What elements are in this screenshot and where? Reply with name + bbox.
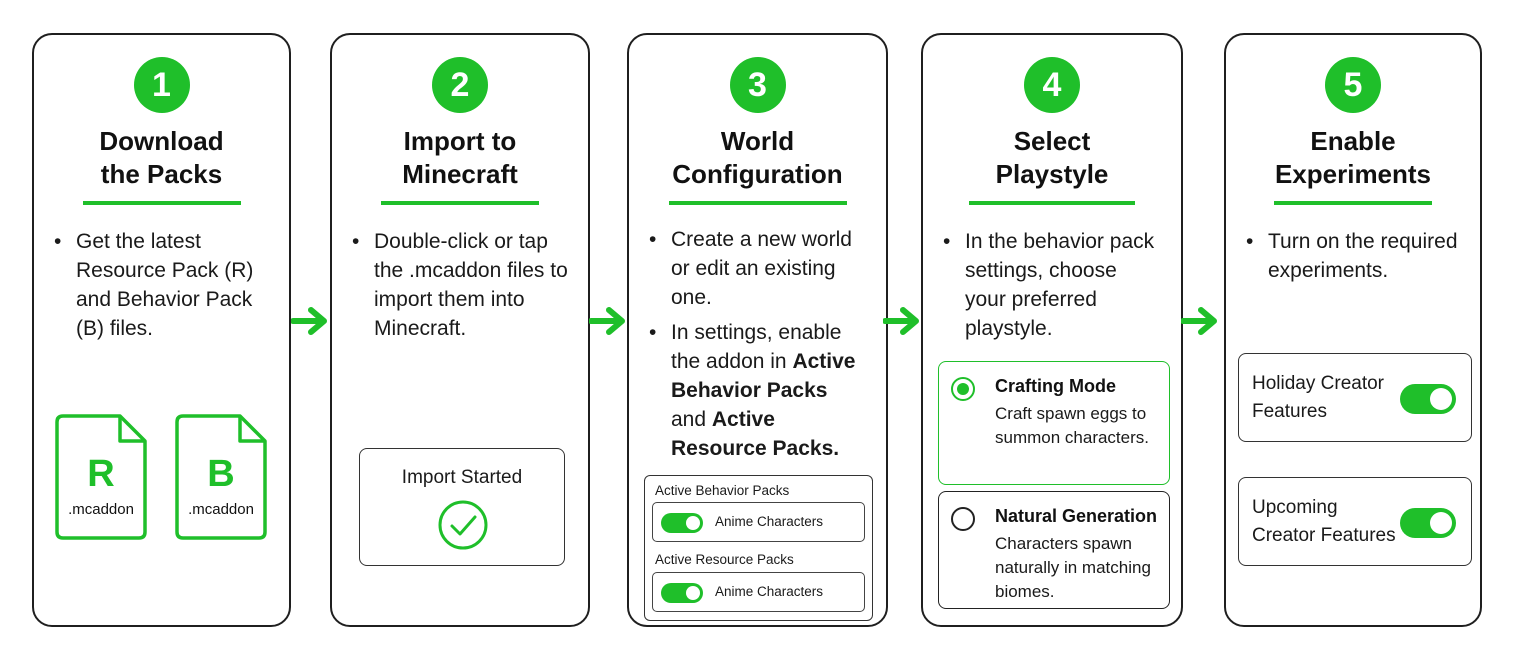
step-1-title-line2: the Packs — [100, 159, 223, 189]
step-1-bullet: Get the latest Resource Pack (R) and Beh… — [54, 227, 269, 343]
active-behavior-packs-emphasis: Active Behavior Packs — [671, 350, 856, 402]
resource-pack-name: Anime Characters — [715, 584, 824, 599]
import-status-box: Import Started — [359, 448, 565, 566]
crafting-mode-option[interactable]: Crafting Mode Craft spawn eggs to summon… — [938, 361, 1170, 485]
step-4-card: 4 Select Playstyle In the behavior pack … — [921, 33, 1183, 627]
arrow-right-icon — [589, 307, 625, 335]
step-4-bullets: In the behavior pack settings, choose yo… — [923, 227, 1181, 349]
natural-generation-radio[interactable] — [951, 507, 975, 531]
step-2-bullets: Double-click or tap the .mcaddon files t… — [332, 227, 588, 349]
resource-packs-heading: Active Resource Packs — [655, 552, 794, 567]
step-5-title-line1: Enable — [1310, 126, 1396, 156]
step-3-bullets: Create a new world or edit an existing o… — [629, 225, 886, 469]
check-circle-icon — [438, 500, 488, 550]
crafting-mode-title: Crafting Mode — [995, 376, 1116, 396]
step-4-bullet: In the behavior pack settings, choose yo… — [943, 227, 1161, 343]
step-3-title-line2: Configuration — [672, 159, 843, 189]
resource-pack-row[interactable]: Anime Characters — [652, 572, 865, 612]
behavior-pack-row[interactable]: Anime Characters — [652, 502, 865, 542]
step-4-title-line2: Playstyle — [995, 159, 1109, 189]
step-2-title-line1: Import to — [403, 126, 517, 156]
step-3-number-badge: 3 — [729, 57, 786, 113]
step-1-number-badge: 1 — [133, 57, 190, 113]
step-5-number-badge: 5 — [1325, 57, 1381, 113]
upcoming-creator-features-label: Upcoming Creator Features — [1252, 497, 1396, 546]
arrow-right-icon — [291, 307, 327, 335]
step-4-underline — [969, 201, 1135, 205]
step-1-bullets: Get the latest Resource Pack (R) and Beh… — [34, 227, 289, 349]
toggle-knob — [1430, 512, 1452, 534]
step-5-title-line2: Experiments — [1274, 159, 1432, 189]
step-3-underline — [668, 201, 847, 205]
step-4-title-line1: Select — [1013, 126, 1091, 156]
active-resource-packs-emphasis: Active Resource Packs — [671, 408, 834, 460]
arrow-right-icon — [1181, 307, 1217, 335]
step-2-title-line2: Minecraft — [402, 159, 518, 189]
step-2-title: Import to Minecraft — [332, 125, 588, 191]
holiday-creator-features-row[interactable]: Holiday Creator Features — [1238, 353, 1472, 442]
step-1-card: 1 Download the Packs Get the latest Reso… — [32, 33, 291, 627]
step-4-number-badge: 4 — [1024, 57, 1080, 113]
step-1-title-line1: Download — [99, 126, 224, 156]
resource-pack-letter: R — [87, 453, 115, 495]
step-3-bullet-2-period: . — [833, 437, 840, 460]
behavior-pack-name: Anime Characters — [715, 514, 824, 529]
crafting-mode-radio[interactable] — [951, 377, 975, 401]
step-3-bullet-2: In settings, enable the addon in Active … — [649, 318, 866, 463]
resource-pack-toggle[interactable] — [661, 583, 703, 603]
natural-generation-title: Natural Generation — [995, 506, 1158, 526]
step-3-title-line1: World — [720, 126, 795, 156]
step-3-title: World Configuration — [629, 125, 886, 191]
step-5-bullet: Turn on the required experiments. — [1246, 227, 1460, 285]
upcoming-creator-features-row[interactable]: Upcoming Creator Features — [1238, 477, 1472, 566]
active-packs-panel: Active Behavior Packs Anime Characters A… — [644, 475, 873, 621]
step-5-title: Enable Experiments — [1226, 125, 1480, 191]
step-3-bullet-1: Create a new world or edit an existing o… — [649, 225, 866, 312]
step-5-card: 5 Enable Experiments Turn on the require… — [1224, 33, 1482, 627]
step-3-bullet-2-and: and — [671, 408, 712, 431]
behavior-pack-file-icon: B .mcaddon — [174, 413, 268, 541]
upcoming-creator-features-toggle[interactable] — [1400, 508, 1456, 538]
import-status-label: Import Started — [401, 467, 523, 488]
behavior-pack-letter: B — [207, 453, 235, 495]
step-1-title: Download the Packs — [34, 125, 289, 191]
arrow-right-icon — [883, 307, 919, 335]
step-2-underline — [381, 201, 539, 205]
step-2-number-badge: 2 — [432, 57, 488, 113]
step-3-card: 3 World Configuration Create a new world… — [627, 33, 888, 627]
toggle-knob — [686, 516, 700, 530]
step-4-title: Select Playstyle — [923, 125, 1181, 191]
natural-generation-description: Characters spawn naturally in matching b… — [995, 534, 1151, 601]
holiday-creator-features-label: Holiday Creator Features — [1252, 373, 1384, 422]
step-3-bullet-2-lead: In settings, enable the addon in — [671, 321, 842, 373]
behavior-pack-extension: .mcaddon — [188, 501, 254, 518]
natural-generation-option[interactable]: Natural Generation Characters spawn natu… — [938, 491, 1170, 609]
crafting-mode-description: Craft spawn eggs to summon characters. — [995, 404, 1149, 447]
step-1-underline — [82, 201, 241, 205]
step-5-underline — [1274, 201, 1432, 205]
behavior-packs-heading: Active Behavior Packs — [655, 483, 790, 498]
step-2-bullet: Double-click or tap the .mcaddon files t… — [352, 227, 568, 343]
toggle-knob — [1430, 388, 1452, 410]
resource-pack-file-icon: R .mcaddon — [54, 413, 148, 541]
behavior-pack-toggle[interactable] — [661, 513, 703, 533]
step-2-card: 2 Import to Minecraft Double-click or ta… — [330, 33, 590, 627]
step-5-bullets: Turn on the required experiments. — [1226, 227, 1480, 291]
toggle-knob — [686, 586, 700, 600]
resource-pack-extension: .mcaddon — [68, 501, 134, 518]
holiday-creator-features-toggle[interactable] — [1400, 384, 1456, 414]
